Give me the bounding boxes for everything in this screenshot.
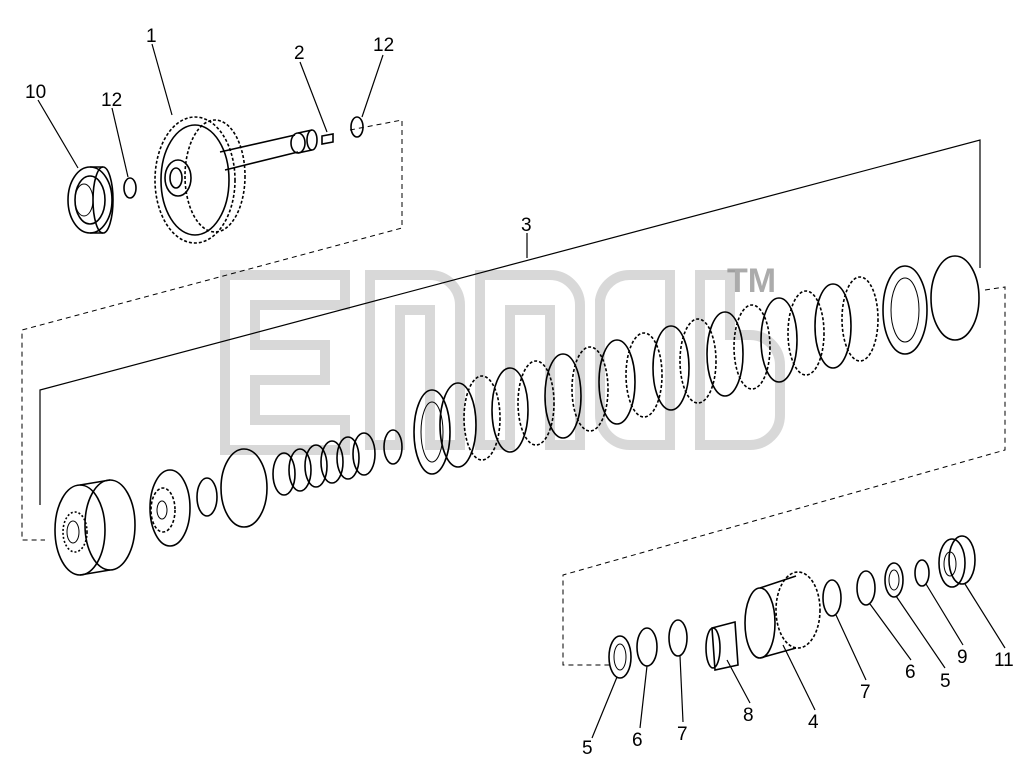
clutch-hub [149, 469, 191, 547]
bearing-10 [67, 166, 114, 234]
callout-9: 9 [957, 647, 968, 668]
callout-8: 8 [743, 705, 754, 726]
snap-ring-mid [383, 429, 403, 465]
o-ring-large [220, 448, 268, 528]
callout-2: 2 [294, 43, 305, 64]
callout-5a: 5 [582, 738, 593, 759]
leader-lines [37, 43, 1006, 739]
snap-ring-12-left [123, 177, 137, 199]
callout-12a: 12 [373, 35, 394, 56]
callout-3: 3 [521, 215, 532, 236]
callout-11: 11 [994, 650, 1014, 671]
callout-5b: 5 [940, 671, 951, 692]
bracket-3 [39, 139, 981, 505]
callout-7b: 7 [860, 682, 871, 703]
clutch-plate-stack [413, 255, 980, 475]
pin-2 [321, 133, 334, 145]
snap-ring-12-right [350, 116, 364, 138]
callout-6a: 6 [632, 730, 643, 751]
callout-4: 4 [808, 712, 819, 733]
clutch-drum [54, 479, 136, 576]
callout-6b: 6 [905, 662, 916, 683]
assembly-outlines [21, 119, 1006, 666]
spring-pack [272, 432, 376, 496]
callout-1: 1 [146, 26, 157, 47]
watermark-trademark: TM [727, 262, 776, 300]
o-ring-small [196, 477, 218, 517]
callout-12b: 12 [101, 90, 122, 111]
callout-labels: 1 2 12 10 12 3 5 6 7 8 4 7 6 5 9 11 [25, 26, 1014, 759]
callout-7a: 7 [677, 724, 688, 745]
gear-shaft-1 [154, 116, 318, 244]
lower-gear-assembly [608, 535, 976, 679]
callout-10: 10 [25, 82, 46, 103]
watermark-logo: TM [220, 262, 785, 455]
